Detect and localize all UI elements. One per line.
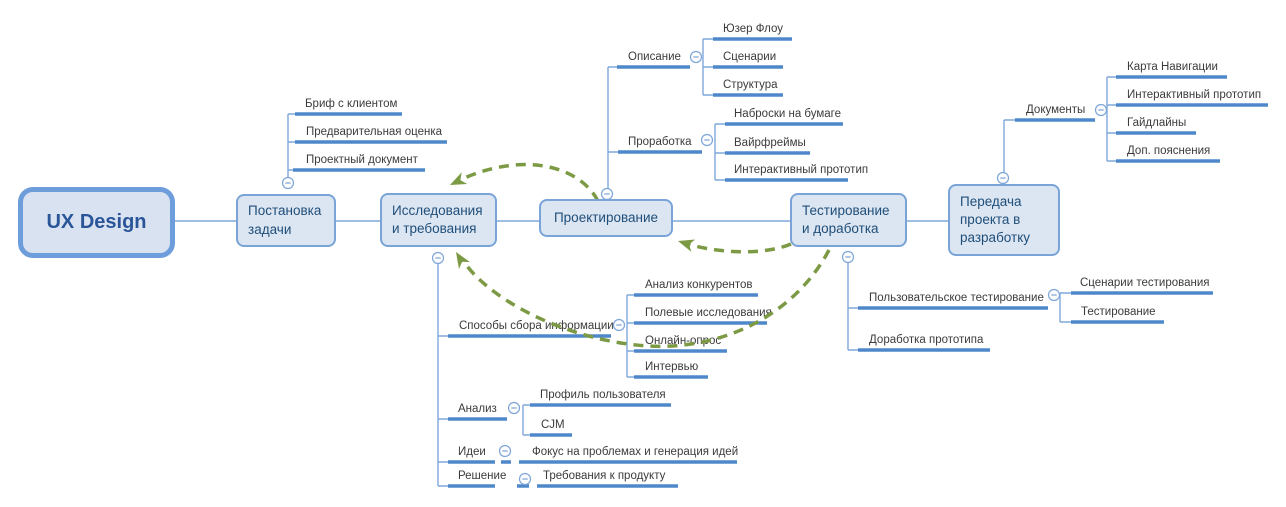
subtopic-wireframes[interactable]: Вайрфреймы	[734, 137, 806, 149]
subtopic-description[interactable]: Описание	[628, 51, 681, 63]
collapse-toggle-research[interactable]	[431, 251, 445, 265]
topic-underlines	[293, 37, 1268, 488]
subtopic-documents[interactable]: Документы	[1026, 104, 1086, 116]
collapse-toggle-ideas[interactable]	[498, 444, 512, 458]
subtopic-info-gathering[interactable]: Способы сбора информации	[459, 320, 614, 332]
collapse-toggle-info-gathering[interactable]	[612, 318, 626, 332]
subtopic-interactive-prototype[interactable]: Интерактивный прототип	[734, 164, 869, 176]
subtopic-interactive-prototype-2[interactable]: Интерактивный прототип	[1127, 89, 1262, 101]
subtopic-competitor-analysis[interactable]: Анализ конкурентов	[645, 279, 753, 291]
subtopic-navigation-map[interactable]: Карта Навигации	[1127, 61, 1218, 73]
subtopic-ideas[interactable]: Идеи	[458, 446, 486, 458]
subtopic-testing[interactable]: Тестирование	[1081, 306, 1156, 318]
collapse-toggle-testing[interactable]	[841, 250, 855, 264]
feedback-arrow-design-to-research[interactable]	[447, 162, 600, 202]
subtopic-project-document[interactable]: Проектный документ	[306, 154, 418, 166]
subtopic-interview[interactable]: Интервью	[645, 361, 699, 373]
topic-node-design[interactable]: Проектирование	[539, 199, 673, 237]
branch-lines	[175, 38, 1116, 487]
collapse-toggle-design[interactable]	[600, 187, 614, 201]
subtopic-user-flow[interactable]: Юзер Флоу	[723, 23, 783, 35]
feedback-arrow-testing-to-research[interactable]	[450, 249, 831, 349]
topic-node-testing[interactable]: Тестирование и доработка	[790, 193, 907, 247]
collapse-toggle-elaboration[interactable]	[700, 133, 714, 147]
subtopic-product-requirements[interactable]: Требования к продукту	[543, 470, 666, 482]
subtopic-brief[interactable]: Бриф с клиентом	[305, 98, 398, 110]
topic-node-task[interactable]: Постановка задачи	[236, 194, 336, 247]
collapse-toggle-task[interactable]	[281, 176, 295, 190]
root-node-ux-design[interactable]: UX Design	[18, 187, 175, 258]
collapse-toggle-documents[interactable]	[1094, 103, 1108, 117]
subtopic-scenarios[interactable]: Сценарии	[723, 51, 777, 63]
collapse-toggle-user-testing[interactable]	[1047, 288, 1061, 302]
subtopic-online-survey[interactable]: Онлайн-опрос	[645, 335, 722, 347]
collapse-toggle-solution[interactable]	[518, 472, 532, 486]
subtopic-field-research[interactable]: Полевые исследования	[645, 307, 772, 319]
subtopic-preliminary-estimate[interactable]: Предварительная оценка	[306, 126, 443, 138]
feedback-arrow-testing-to-design[interactable]	[676, 235, 792, 254]
subtopic-prototype-rework[interactable]: Доработка прототипа	[869, 334, 984, 346]
subtopic-guidelines[interactable]: Гайдлайны	[1127, 117, 1187, 129]
collapse-toggle-handoff[interactable]	[996, 171, 1010, 185]
arrowhead-icon	[456, 252, 470, 270]
topic-node-research[interactable]: Исследования и требования	[380, 193, 497, 247]
subtopic-problem-focus[interactable]: Фокус на проблемах и генерация идей	[532, 446, 739, 458]
collapse-toggle-analysis[interactable]	[507, 401, 521, 415]
subtopic-analysis[interactable]: Анализ	[458, 403, 497, 415]
arrowhead-icon	[450, 172, 468, 185]
subtopic-structure[interactable]: Структура	[723, 79, 778, 91]
subtopic-elaboration[interactable]: Проработка	[628, 136, 692, 148]
subtopic-solution[interactable]: Решение	[458, 470, 507, 482]
subtopic-user-testing[interactable]: Пользовательское тестирование	[869, 292, 1044, 304]
subtopic-cjm[interactable]: CJM	[541, 419, 565, 431]
subtopic-testing-scenarios[interactable]: Сценарии тестирования	[1080, 277, 1210, 289]
subtopic-user-profile[interactable]: Профиль пользователя	[540, 389, 666, 401]
subtopic-extra-notes[interactable]: Доп. пояснения	[1127, 145, 1211, 157]
topic-node-handoff[interactable]: Передача проекта в разработку	[948, 184, 1060, 256]
subtopic-paper-sketches[interactable]: Наброски на бумаге	[734, 108, 842, 120]
arrowhead-icon	[678, 239, 696, 252]
collapse-toggle-description[interactable]	[689, 50, 703, 64]
